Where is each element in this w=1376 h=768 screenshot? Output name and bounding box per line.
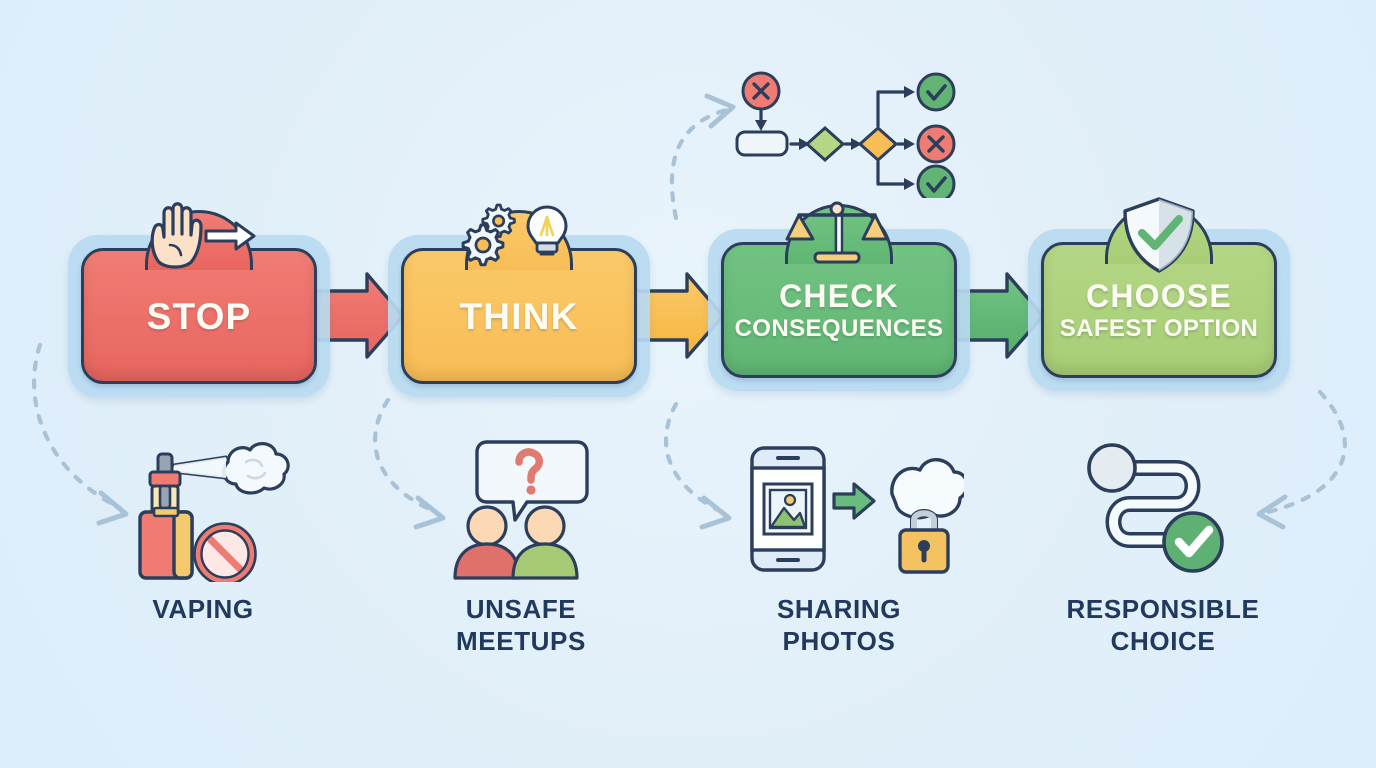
example-caption: SHARING PHOTOS bbox=[776, 594, 902, 656]
dashed-link-stop-vaping bbox=[32, 342, 129, 526]
flow-arrowhead bbox=[851, 138, 862, 150]
vape-device-no-sign-icon bbox=[138, 442, 290, 582]
green-check-badge-icon bbox=[1162, 511, 1224, 573]
shield-check-icon bbox=[1123, 197, 1195, 273]
step-body: CHOOSE SAFEST OPTION bbox=[1041, 197, 1277, 378]
gear-large-icon bbox=[461, 223, 505, 267]
example-art bbox=[689, 432, 989, 582]
person-green-icon bbox=[511, 505, 579, 580]
step-card-check[interactable]: CHECK CONSEQUENCES bbox=[708, 201, 970, 391]
person-red-icon bbox=[453, 505, 521, 580]
step-card-think[interactable]: THINK bbox=[388, 203, 650, 397]
raised-hand-icon bbox=[150, 202, 256, 269]
flow-node-decision-yellow bbox=[857, 125, 899, 163]
step-title: THINK bbox=[459, 295, 579, 337]
dashed-link-check-photos bbox=[663, 401, 732, 530]
decision-flow-diagram bbox=[735, 71, 956, 198]
flow-edge-branch-top bbox=[876, 90, 909, 128]
dashed-link-check-flow bbox=[669, 93, 736, 221]
example-caption: VAPING bbox=[152, 594, 254, 624]
example-meetups[interactable]: UNSAFE MEETUPS bbox=[371, 432, 671, 657]
example-art bbox=[371, 432, 671, 582]
flow-node-process-rect bbox=[735, 130, 789, 157]
step-title: CHOOSE bbox=[1086, 277, 1232, 314]
speech-bubble-icon bbox=[475, 440, 589, 522]
example-vaping[interactable]: VAPING bbox=[53, 432, 353, 626]
step-card-choose[interactable]: CHOOSE SAFEST OPTION bbox=[1028, 197, 1290, 391]
example-art bbox=[1013, 432, 1313, 582]
dashed-link-think-meetups bbox=[373, 397, 446, 530]
flow-arrowhead bbox=[904, 138, 915, 150]
flow-arrowhead bbox=[799, 138, 810, 150]
lightbulb-icon bbox=[526, 205, 568, 256]
flow-outcome-check-bottom bbox=[916, 164, 956, 198]
flow-arrowhead bbox=[904, 178, 915, 190]
no-sign-icon bbox=[193, 522, 257, 582]
example-choice[interactable]: RESPONSIBLE CHOICE bbox=[1013, 432, 1313, 657]
smartphone-icon bbox=[750, 446, 826, 572]
flow-arrowhead bbox=[904, 86, 915, 98]
step-subtitle: CONSEQUENCES bbox=[734, 314, 944, 342]
example-art bbox=[53, 432, 353, 582]
step-title: CHECK bbox=[779, 277, 899, 314]
step-body: CHECK CONSEQUENCES bbox=[721, 201, 957, 378]
flow-edge-branch-bottom bbox=[876, 160, 909, 186]
path-start-node bbox=[1087, 443, 1137, 493]
example-photos[interactable]: SHARING PHOTOS bbox=[689, 432, 989, 657]
vapor-cloud-icon bbox=[222, 442, 290, 495]
gears-lightbulb-icon bbox=[461, 203, 568, 267]
winding-path-check-icon bbox=[1087, 443, 1224, 573]
flow-node-error-circle bbox=[741, 71, 781, 111]
step-subtitle: SAFEST OPTION bbox=[1059, 314, 1259, 342]
step-card-stop[interactable]: STOP bbox=[68, 202, 330, 397]
example-caption: UNSAFE MEETUPS bbox=[456, 594, 586, 656]
flow-node-decision-green bbox=[804, 125, 846, 163]
balance-scales-icon bbox=[785, 201, 889, 264]
green-arrow-icon bbox=[832, 482, 876, 520]
flow-outcome-check-top bbox=[916, 72, 956, 112]
flow-outcome-x-mid bbox=[916, 124, 956, 164]
phone-photo-cloud-lock-icon bbox=[750, 446, 964, 574]
two-people-question-icon bbox=[453, 440, 589, 580]
step-body: THINK bbox=[401, 203, 637, 384]
step-body: STOP bbox=[81, 202, 317, 384]
dashed-link-choose-choice bbox=[1256, 389, 1347, 530]
example-caption: RESPONSIBLE CHOICE bbox=[1066, 594, 1260, 656]
flow-arrowhead bbox=[755, 120, 767, 131]
cloud-icon bbox=[890, 458, 964, 520]
step-title: STOP bbox=[146, 295, 252, 337]
gear-small-icon bbox=[481, 203, 516, 238]
padlock-icon bbox=[898, 509, 950, 574]
